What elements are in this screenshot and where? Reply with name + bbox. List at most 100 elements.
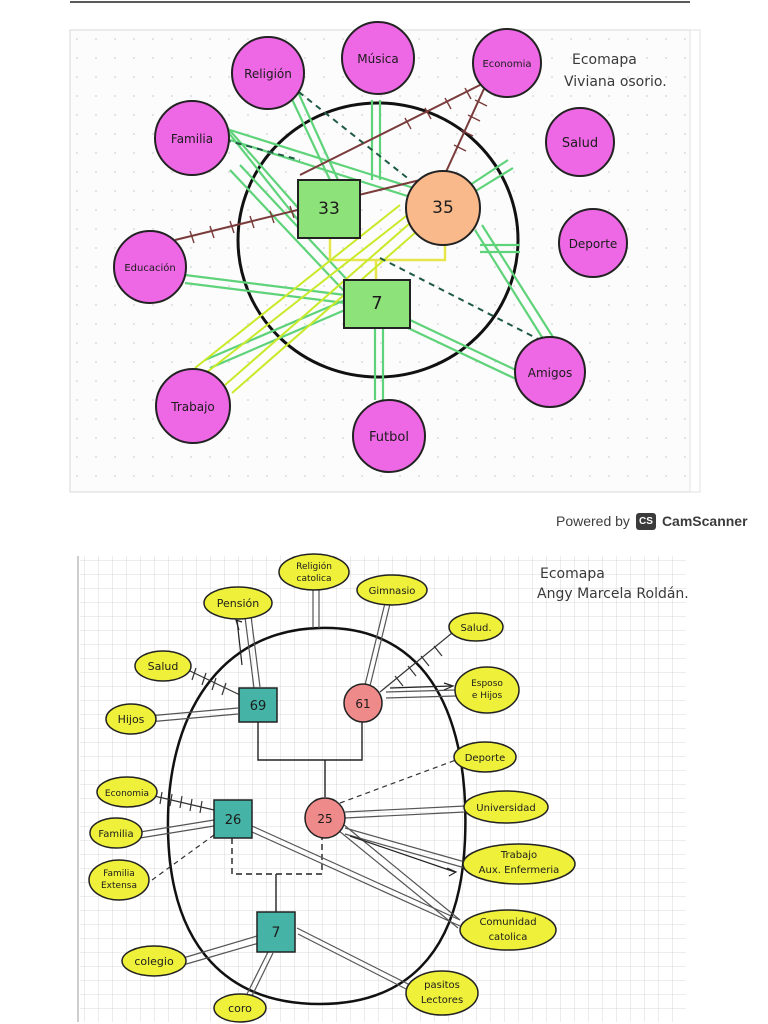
family-member-26: 26 — [213, 799, 253, 839]
node-label: Deporte — [569, 237, 618, 251]
node-line1: Familia — [98, 829, 133, 840]
node-salud-top: Salud — [545, 107, 615, 177]
node-religion-bottom: Religión catolica — [278, 553, 350, 591]
node-hijos-bottom: Hijos — [105, 703, 157, 735]
member-25-label: 25 — [317, 812, 332, 826]
node-universidad-bottom: Universidad — [463, 790, 549, 824]
bottom-sheet: 69 61 26 25 7 Religión catolica Pensión — [77, 553, 689, 1023]
node-salud-left-bottom: Salud — [134, 650, 192, 682]
node-label: Economia — [482, 59, 531, 70]
node-salud-right-bottom: Salud. — [448, 612, 504, 642]
node-religion-top: Religión — [231, 36, 305, 110]
node-line2: catolica — [297, 574, 332, 584]
node-deporte-bottom: Deporte — [453, 741, 517, 773]
node-label: Educación — [124, 262, 175, 274]
member-61-label: 61 — [355, 697, 370, 711]
member-7-bottom-label: 7 — [272, 925, 281, 941]
node-line1: Salud — [148, 660, 179, 673]
node-musica-top: Música — [341, 21, 415, 95]
household-circle-bottom — [166, 626, 467, 1006]
stress-ticks-bottom — [159, 645, 443, 814]
node-amigos-top: Amigos — [514, 336, 586, 408]
family-connectors-top — [328, 238, 447, 280]
node-pasitos-bottom: pasitos Lectores — [405, 970, 479, 1016]
family-lines-bottom — [257, 722, 363, 797]
node-line2: catolica — [489, 932, 528, 943]
conflict-links-top — [194, 204, 433, 394]
member-35-label: 35 — [432, 198, 454, 218]
weak-links-bottom — [151, 759, 457, 881]
stress-ticks-top — [189, 87, 488, 244]
node-comunidad-bottom: Comunidad catolica — [459, 909, 557, 951]
node-line1: Hijos — [118, 713, 145, 726]
node-trabajo-top: Trabajo — [155, 368, 231, 444]
node-economia-bottom: Economia — [96, 776, 158, 808]
node-label: Trabajo — [170, 400, 215, 414]
node-label: Música — [357, 52, 399, 66]
node-line2: Extensa — [101, 881, 137, 891]
node-label: Futbol — [369, 430, 409, 445]
family-member-7-top: 7 — [343, 279, 411, 329]
member-7-top-label: 7 — [371, 293, 382, 314]
top-sheet: 33 35 7 Religión Música Economia Familia — [0, 0, 768, 505]
camscanner-logo-icon: CS — [635, 512, 656, 530]
member-69-label: 69 — [250, 699, 267, 714]
node-label: Familia — [171, 132, 213, 146]
camscanner-watermark: Powered by CS CamScanner — [556, 508, 748, 534]
node-pension-bottom: Pensión — [203, 586, 273, 620]
family-member-69: 69 — [238, 687, 278, 723]
node-line2: Aux. Enfermeria — [479, 865, 560, 876]
node-line1: Familia — [103, 869, 135, 879]
node-familia-extensa-bottom: Familia Extensa — [88, 859, 150, 901]
member-33-label: 33 — [318, 199, 340, 219]
node-deporte-top: Deporte — [558, 208, 628, 278]
family-member-7-bottom: 7 — [256, 911, 296, 953]
node-economia-top: Economia — [472, 28, 542, 98]
bottom-title-line2: Angy Marcela Roldán. — [537, 586, 689, 602]
node-label: Salud — [562, 136, 598, 151]
node-futbol-top: Futbol — [352, 399, 426, 473]
node-line1: Gimnasio — [369, 586, 416, 597]
family-member-35: 35 — [405, 170, 481, 246]
family-member-61: 61 — [343, 683, 383, 723]
node-label: Religión — [244, 67, 292, 81]
top-title-line2: Viviana osorio. — [564, 74, 667, 90]
weak-links-top — [224, 84, 541, 341]
top-title-line1: Ecomapa — [572, 52, 637, 68]
node-line2: Lectores — [421, 995, 463, 1006]
node-familia-bottom: Familia — [89, 817, 143, 849]
powered-by-text: Powered by — [556, 513, 630, 529]
node-line1: Universidad — [476, 803, 535, 814]
node-line2: e Hijos — [472, 691, 503, 701]
node-line1: Religión — [296, 561, 332, 572]
node-line1: pasitos — [424, 980, 460, 991]
family-member-25: 25 — [304, 797, 346, 839]
node-line1: Esposo — [471, 679, 503, 689]
node-line1: coro — [228, 1002, 252, 1015]
camscanner-brand: CamScanner — [661, 513, 748, 529]
node-line1: Trabajo — [500, 850, 537, 861]
links-bottom — [139, 590, 466, 1001]
node-coro-bottom: coro — [213, 993, 267, 1023]
node-line1: Pensión — [217, 597, 259, 610]
node-educacion-top: Educación — [113, 230, 187, 304]
node-line1: Comunidad — [479, 917, 536, 928]
node-familia-top: Familia — [154, 100, 230, 176]
node-gimnasio-bottom: Gimnasio — [356, 574, 428, 606]
top-page-edge — [689, 29, 701, 493]
arrows-bottom — [235, 619, 458, 877]
strong-links-top — [184, 91, 559, 400]
node-line1: Economia — [105, 789, 149, 799]
bottom-title-line1: Ecomapa — [540, 566, 605, 582]
node-trabajo-bottom: Trabajo Aux. Enfermeria — [462, 843, 576, 885]
node-line1: Deporte — [465, 753, 506, 764]
household-circle-top — [236, 101, 520, 379]
node-colegio-bottom: colegio — [121, 945, 187, 977]
family-lines-dashed-bottom — [231, 838, 323, 875]
node-line1: Salud. — [460, 623, 491, 634]
node-line1: colegio — [134, 955, 174, 968]
member-26-label: 26 — [225, 813, 242, 828]
family-member-33: 33 — [297, 179, 361, 239]
node-label: Amigos — [528, 366, 572, 380]
